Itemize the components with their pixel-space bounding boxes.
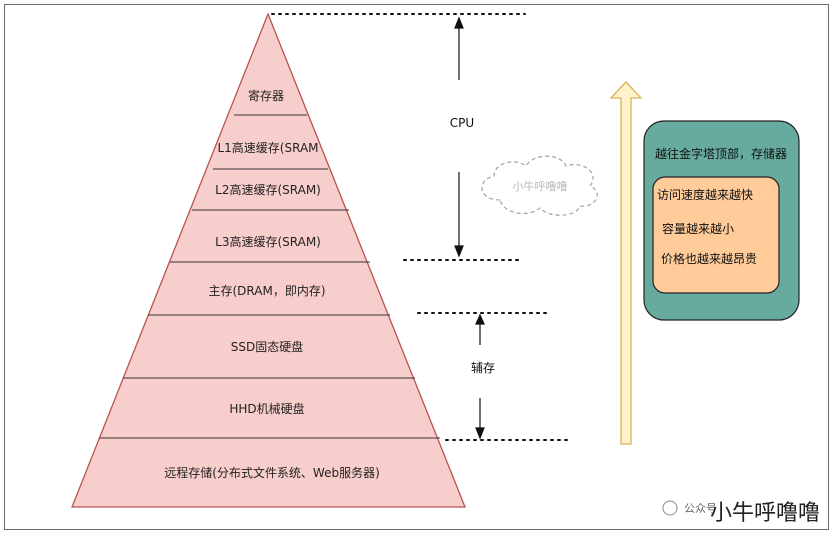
secondary-storage-label: 辅存 — [471, 361, 495, 375]
info-box-title: 越往金字塔顶部，存储器 — [655, 146, 787, 161]
cloud-text: 小牛呼噜噜 — [513, 179, 568, 193]
cloud-shape: 小牛呼噜噜 — [481, 155, 598, 216]
cpu-label: CPU — [450, 116, 474, 130]
info-box: 越往金字塔顶部，存储器 访问速度越来越快 容量越来越小 价格也越来越昂贵 — [643, 120, 800, 321]
layer-ssd: SSD固态硬盘 — [231, 339, 303, 354]
layer-hdd: HHD机械硬盘 — [229, 401, 304, 416]
info-item-capacity: 容量越来越小 — [662, 221, 734, 236]
secondary-arrow-up-head — [475, 313, 485, 325]
dotted-guides — [271, 13, 569, 441]
layer-l2-cache: L2高速缓存(SRAM) — [215, 182, 321, 197]
range-arrows — [454, 16, 485, 440]
info-box-inner — [652, 176, 780, 294]
cloud-outline — [481, 155, 598, 216]
info-item-price: 价格也越来越昂贵 — [661, 251, 757, 266]
secondary-arrow-down-head — [475, 427, 485, 440]
upward-arrow-shape — [609, 81, 643, 445]
watermark-small-text: 公众号 — [684, 502, 717, 515]
layer-remote-storage: 远程存储(分布式文件系统、Web服务器) — [164, 465, 380, 480]
diagram-frame — [4, 4, 829, 530]
upward-direction-arrow — [609, 81, 643, 445]
layer-l3-cache: L3高速缓存(SRAM) — [215, 234, 321, 249]
pyramid-shape — [71, 12, 466, 508]
layer-main-memory: 主存(DRAM，即内存) — [208, 284, 325, 298]
watermark-icon — [662, 500, 678, 516]
cpu-arrow-down-head — [454, 245, 464, 258]
layer-register: 寄存器 — [248, 88, 284, 103]
watermark-text: 小牛呼噜噜 — [710, 501, 820, 526]
info-item-speed: 访问速度越来越快 — [657, 187, 753, 202]
layer-l1-cache: L1高速缓存(SRAM — [217, 140, 318, 155]
cpu-arrow-up-head — [454, 16, 464, 29]
watermark: 公众号 小牛呼噜噜 — [662, 500, 820, 526]
memory-pyramid: 寄存器 L1高速缓存(SRAM L2高速缓存(SRAM) L3高速缓存(SRAM… — [71, 12, 466, 508]
